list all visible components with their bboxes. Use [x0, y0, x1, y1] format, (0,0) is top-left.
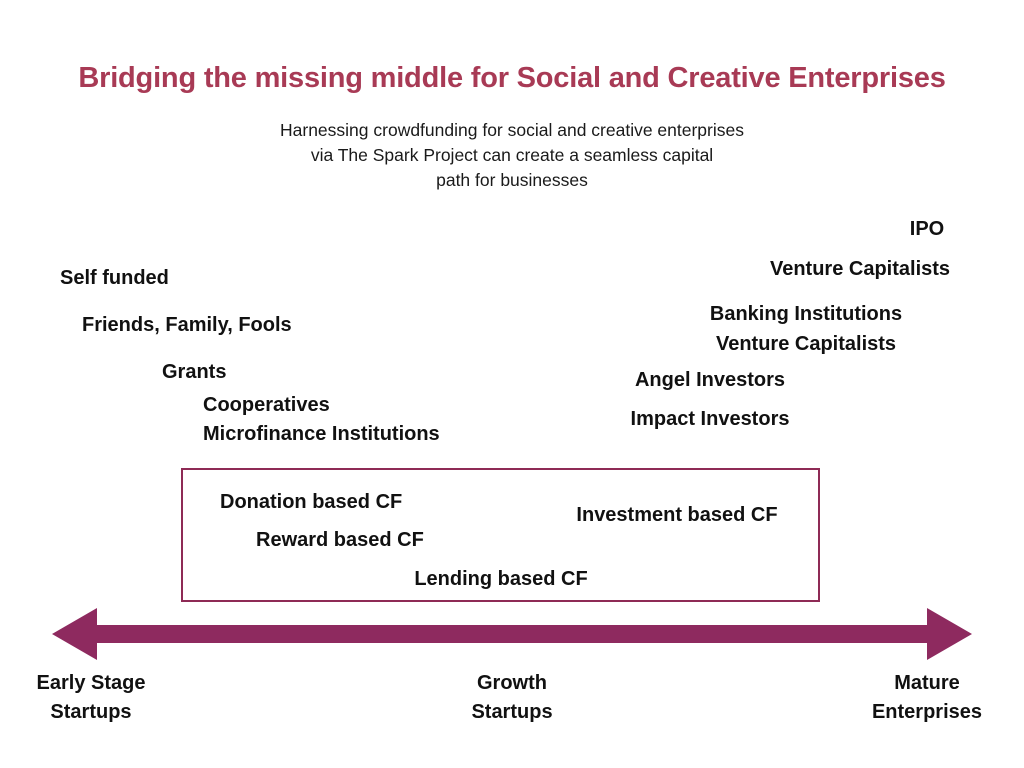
- subtitle-line: path for businesses: [436, 170, 588, 190]
- label-microfinance-institutions: Microfinance Institutions: [203, 423, 440, 445]
- double-arrow-shape: [52, 608, 972, 660]
- stage-early-line-2: Startups: [50, 701, 132, 723]
- stage-growth-line-1: Growth: [477, 672, 547, 694]
- stage-mature-line-2: Enterprises: [871, 701, 983, 723]
- stage-growth-startups: Growth Startups: [471, 669, 552, 727]
- subtitle-line: via The Spark Project can create a seaml…: [310, 145, 714, 165]
- subtitle-line: Harnessing crowdfunding for social and c…: [280, 120, 744, 140]
- label-donation-cf: Donation based CF: [220, 491, 403, 513]
- stage-early-startups: Early Stage Startups: [37, 669, 146, 727]
- label-reward-cf: Reward based CF: [256, 529, 424, 551]
- label-ipo: IPO: [909, 218, 945, 240]
- label-angel-investors: Angel Investors: [634, 369, 786, 391]
- label-impact-investors: Impact Investors: [630, 408, 790, 430]
- label-friends-family-fools: Friends, Family, Fools: [82, 314, 292, 336]
- stage-mature-enterprises: Mature Enterprises: [872, 669, 982, 727]
- label-banking-institutions: Banking Institutions: [709, 303, 903, 325]
- label-cooperatives: Cooperatives: [203, 394, 330, 416]
- label-investment-cf: Investment based CF: [576, 504, 778, 526]
- label-grants: Grants: [162, 361, 227, 383]
- crowdfunding-box: [181, 468, 820, 602]
- stage-growth-line-2: Startups: [471, 701, 553, 723]
- stage-mature-line-1: Mature: [894, 672, 960, 694]
- label-venture-capitalists-mid: Venture Capitalists: [715, 333, 897, 355]
- slide-subtitle: Harnessing crowdfunding for social and c…: [212, 118, 812, 193]
- label-self-funded: Self funded: [60, 267, 169, 289]
- slide-title: Bridging the missing middle for Social a…: [78, 62, 946, 94]
- label-venture-capitalists-top: Venture Capitalists: [769, 258, 951, 280]
- stage-early-line-1: Early Stage: [36, 672, 146, 694]
- label-lending-cf: Lending based CF: [414, 568, 588, 590]
